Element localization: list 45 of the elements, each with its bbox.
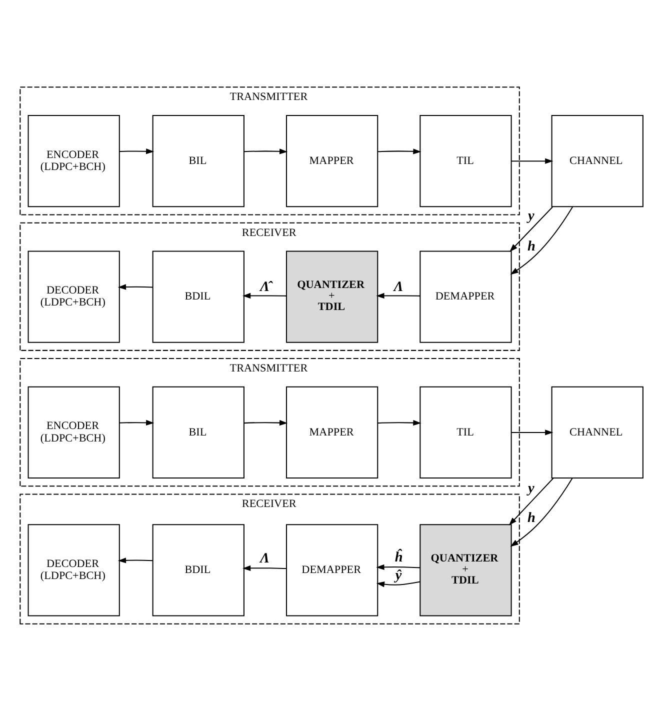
arrow xyxy=(511,158,554,164)
edge-label: Λ xyxy=(260,550,270,566)
node-box: TIL xyxy=(420,114,512,207)
node-box: TIL xyxy=(420,386,512,478)
arrow xyxy=(118,557,153,563)
node-box: CHANNEL xyxy=(551,386,644,478)
arrow xyxy=(378,148,422,154)
arrow xyxy=(244,148,288,154)
node-box: QUANTIZER + TDIL xyxy=(420,524,512,616)
arrow xyxy=(510,477,573,546)
node-box: MAPPER xyxy=(286,114,378,207)
node-box: BIL xyxy=(152,114,244,207)
arrow xyxy=(510,206,553,252)
arrow xyxy=(244,419,288,426)
edge-label: ŷ xyxy=(395,566,402,583)
edge-label: y xyxy=(528,208,534,224)
arrow xyxy=(510,206,574,274)
edge-label: Λ xyxy=(394,278,404,294)
node-box: DECODER (LDPC+BCH) xyxy=(28,524,120,616)
edge-label: ĥ xyxy=(394,548,403,565)
arrow xyxy=(376,564,420,570)
arrow xyxy=(376,292,420,298)
node-box: MAPPER xyxy=(286,386,378,478)
arrow xyxy=(508,477,554,525)
node-box: BDIL xyxy=(152,250,244,342)
node-box: BDIL xyxy=(152,524,244,616)
edge-label: h xyxy=(527,238,536,254)
node-box: DEMAPPER xyxy=(286,524,378,616)
node-box: QUANTIZER + TDIL xyxy=(286,250,378,342)
arrow xyxy=(242,564,286,570)
node-box: DECODER (LDPC+BCH) xyxy=(28,250,120,342)
arrow xyxy=(118,284,153,290)
edge-label: h xyxy=(527,509,536,526)
arrow xyxy=(119,148,154,154)
node-box: ENCODER (LDPC+BCH) xyxy=(28,114,120,207)
arrow xyxy=(511,429,554,435)
node-box: ENCODER (LDPC+BCH) xyxy=(28,386,120,478)
arrow xyxy=(376,580,420,587)
arrow xyxy=(242,292,286,298)
edge-label: y xyxy=(528,480,534,496)
arrow xyxy=(378,419,422,426)
node-box: BIL xyxy=(152,386,244,478)
node-box: DEMAPPER xyxy=(420,250,512,342)
node-box: CHANNEL xyxy=(551,114,644,207)
arrow xyxy=(119,419,154,426)
